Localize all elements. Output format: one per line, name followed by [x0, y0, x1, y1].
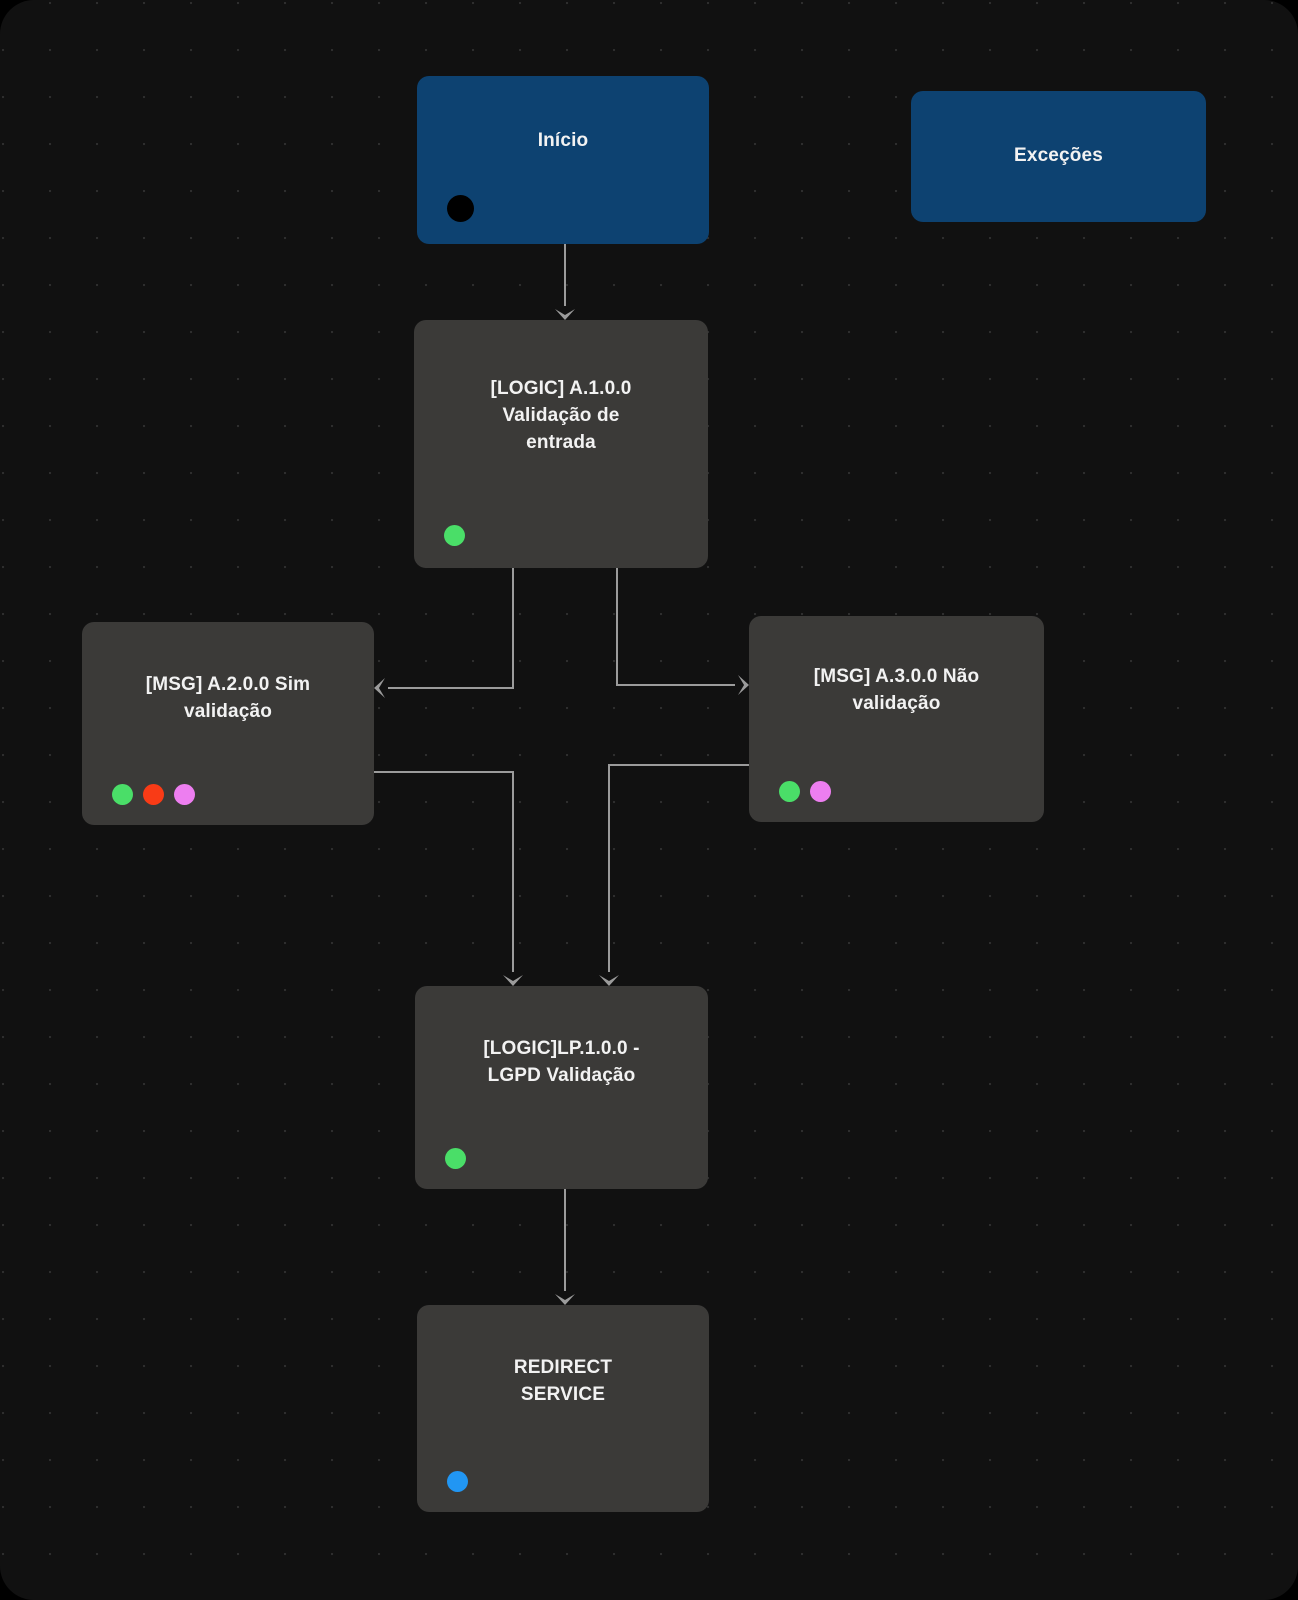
node-excecoes[interactable]: Exceções [911, 91, 1206, 222]
node-msg-a-3-0-0[interactable]: [MSG] A.3.0.0 Não validação [749, 616, 1044, 822]
edge-logic-a1-to-msg-a2 [374, 568, 514, 698]
node-label: [LOGIC] A.1.0.0 Validação de entrada [490, 378, 632, 453]
node-label: [LOGIC]LP.1.0.0 - LGPD Validação [483, 1038, 640, 1086]
node-label: [MSG] A.2.0.0 Sim validação [145, 674, 311, 722]
node-logic-a-1-0-0[interactable]: [LOGIC] A.1.0.0 Validação de entrada [414, 320, 708, 568]
node-label: REDIRECT SERVICE [513, 1357, 613, 1405]
node-label: Início [537, 130, 589, 151]
status-dot-green[interactable] [779, 781, 800, 802]
status-dot-row [447, 1471, 468, 1492]
status-dot-black[interactable] [447, 195, 474, 222]
status-dot-row [779, 781, 831, 802]
edge-msg-a3-to-lgpd [599, 764, 749, 986]
edge-inicio-to-logic-a1 [555, 244, 575, 320]
node-label: Exceções [1014, 145, 1103, 166]
status-dot-pink[interactable] [810, 781, 831, 802]
status-dot-green[interactable] [445, 1148, 466, 1169]
edge-arrowhead [374, 678, 385, 698]
node-inicio[interactable]: Início [417, 76, 709, 244]
status-dot-row [444, 525, 465, 546]
edge-arrowhead [555, 1294, 575, 1305]
status-dot-green[interactable] [444, 525, 465, 546]
edge-lgpd-to-redirect [555, 1189, 575, 1305]
status-dot-pink[interactable] [174, 784, 195, 805]
status-dot-green[interactable] [112, 784, 133, 805]
status-dot-row [447, 195, 474, 222]
edge-arrowhead [738, 675, 749, 695]
status-dot-blue[interactable] [447, 1471, 468, 1492]
node-msg-a-2-0-0[interactable]: [MSG] A.2.0.0 Sim validação [82, 622, 374, 825]
status-dot-row [445, 1148, 466, 1169]
status-dot-row [112, 784, 195, 805]
status-dot-red[interactable] [143, 784, 164, 805]
edge-logic-a1-to-msg-a3 [616, 568, 749, 695]
edge-arrowhead [503, 975, 523, 986]
node-logic-lp-1-0-0[interactable]: [LOGIC]LP.1.0.0 - LGPD Validação [415, 986, 708, 1189]
edge-arrowhead [599, 975, 619, 986]
edge-msg-a2-to-lgpd [374, 771, 523, 986]
edge-arrowhead [555, 309, 575, 320]
node-label: [MSG] A.3.0.0 Não validação [813, 666, 980, 714]
node-redirect-service[interactable]: REDIRECT SERVICE [417, 1305, 709, 1512]
